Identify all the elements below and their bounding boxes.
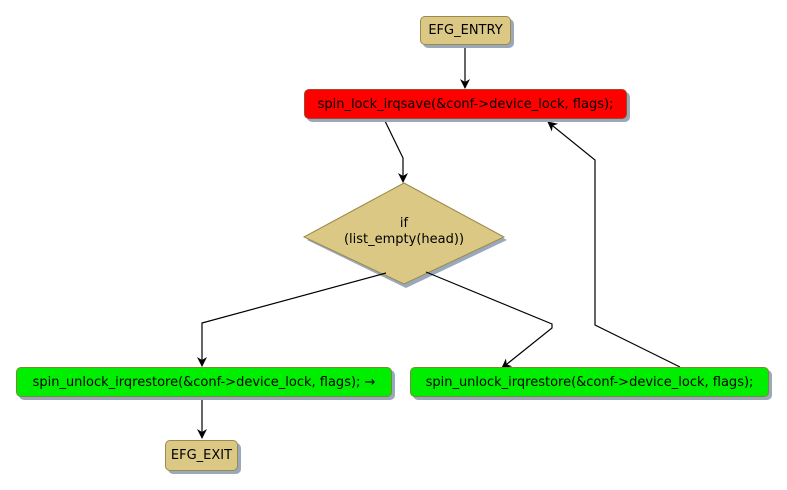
decision-label: if (list_empty(head)) [304,216,504,248]
edge-decision-to-unlock-left [197,272,387,367]
entry-label: EFG_ENTRY [428,23,503,38]
edge-lock-to-decision [384,120,408,183]
edge-unlock-right-to-lock [547,121,681,368]
unlock-left-node[interactable]: spin_unlock_irqrestore(&conf->device_loc… [16,367,392,397]
lock-label: spin_lock_irqsave(&conf->device_lock, fl… [317,96,614,112]
unlock-right-node[interactable]: spin_unlock_irqrestore(&conf->device_loc… [410,367,769,397]
unlock-left-label: spin_unlock_irqrestore(&conf->device_loc… [32,374,376,390]
decision-diamond[interactable] [302,182,506,285]
exit-label: EFG_EXIT [170,448,233,463]
exit-node[interactable]: EFG_EXIT [165,440,238,471]
unlock-right-label: spin_unlock_irqrestore(&conf->device_loc… [425,374,754,390]
edge-decision-to-unlock-right [425,271,553,369]
decision-label-line1: if [399,216,409,231]
entry-node[interactable]: EFG_ENTRY [420,16,511,45]
lock-node[interactable]: spin_lock_irqsave(&conf->device_lock, fl… [304,89,627,119]
decision-label-line2: (list_empty(head)) [343,232,465,247]
